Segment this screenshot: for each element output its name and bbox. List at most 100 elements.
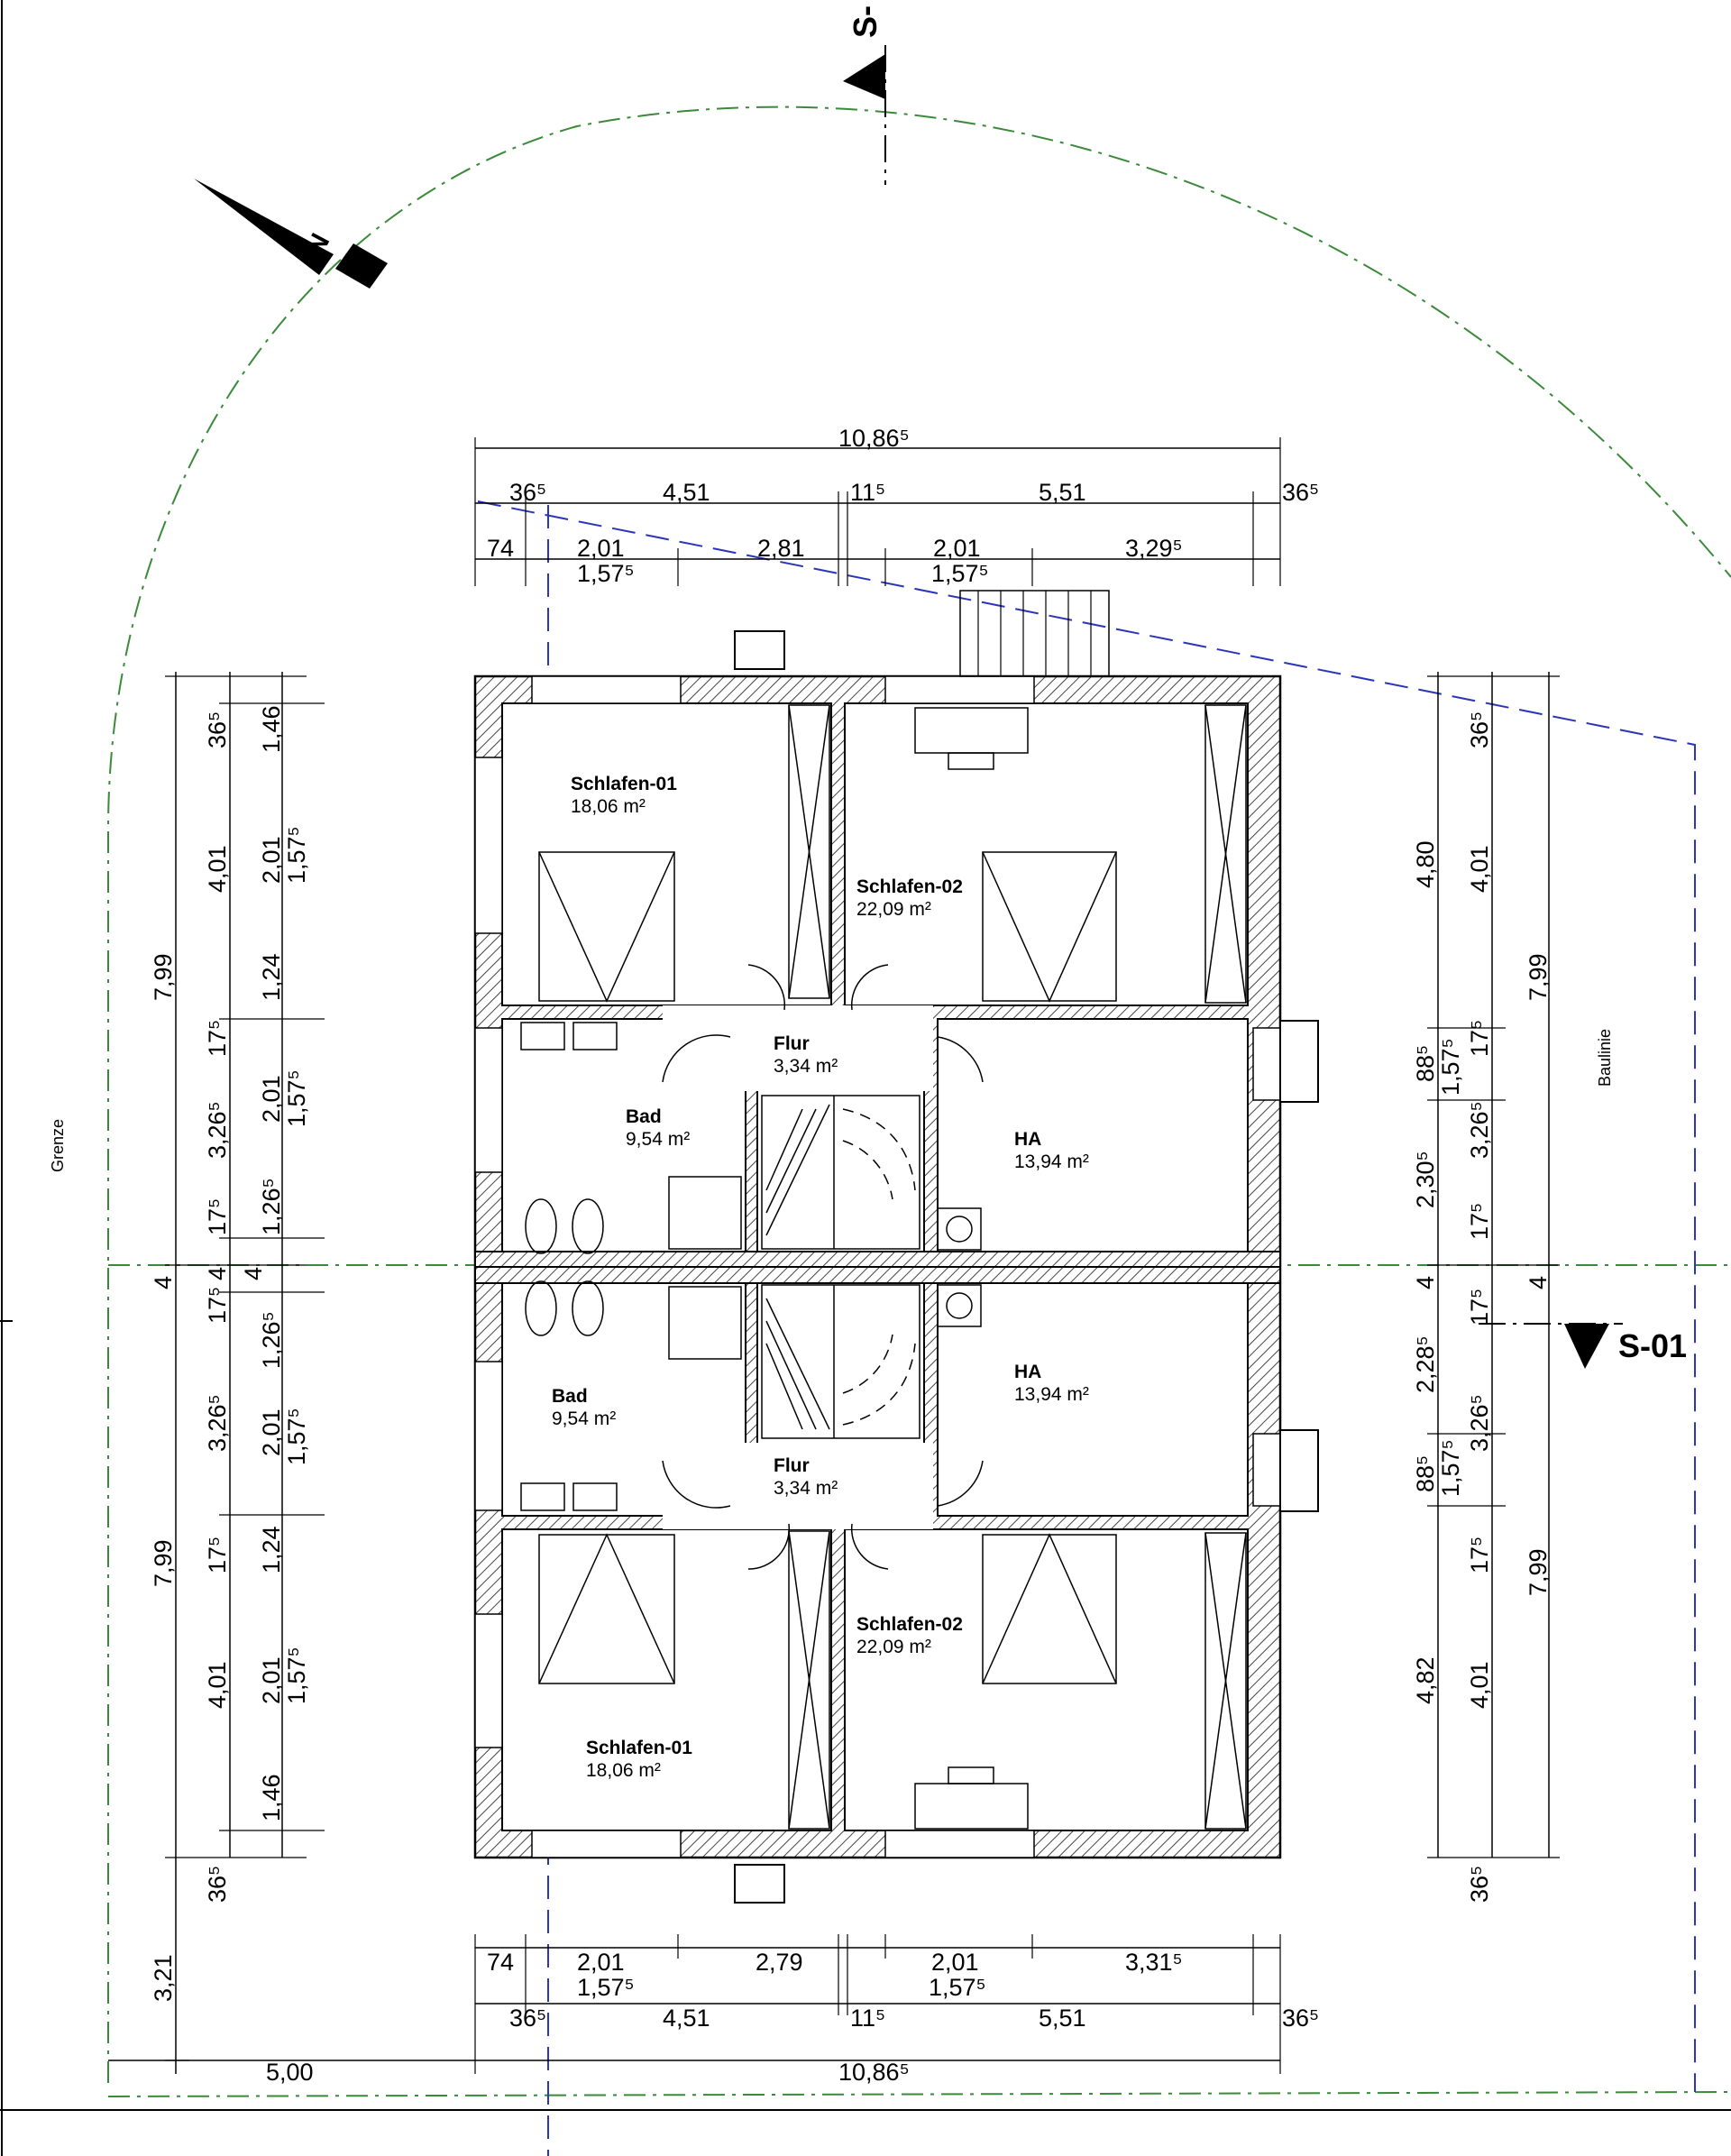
dim-left-inner-u3: 1,24 [258,953,285,1001]
dim-left-inner-l4: 2,01 [258,1656,285,1704]
dim-right-c3-c: 7,99 [1525,1548,1552,1596]
dim-bottom-row2-e: 36⁵ [1282,2005,1319,2032]
dim-left-mid-l5: 36⁵ [204,1866,231,1903]
dim-left-inner-l5: 1,46 [258,1774,285,1821]
dim-right-c2-u3: 17⁵ [1466,1020,1493,1057]
dims-left: 7,99 4 7,99 3,21 36⁵ 4,01 17⁵ 3,26⁵ 17⁵ … [150,705,310,2002]
dim-top-row2-b: 4,51 [663,479,710,506]
dim-top-row3-a: 74 [487,535,514,562]
section-marker-right [1479,1323,1623,1369]
dim-right-c2-u4: 3,26⁵ [1466,1101,1493,1159]
dim-right-c3-b: 4 [1525,1276,1552,1289]
dim-right-c2-l1: 17⁵ [1466,1289,1493,1326]
dim-right-c1-l-sub: 1,57⁵ [1437,1439,1464,1497]
dim-left-mid-l3: 17⁵ [204,1537,231,1573]
dim-left-inner-u4: 2,01 [258,1075,285,1123]
dim-left-mid-u1: 36⁵ [204,711,231,748]
dim-top-row3-b: 2,01 [577,535,625,562]
dim-left-outer-a: 7,99 [150,953,177,1001]
dim-left-outer-c: 7,99 [150,1539,177,1587]
room-labels: Schlafen-01 18,06 m² Schlafen-02 22,09 m… [552,774,1089,1781]
dimension-ticks [165,437,1560,2074]
dim-left-inner-u5: 1,26⁵ [258,1178,285,1235]
dim-bottom-row1-e: 3,31⁵ [1125,1949,1183,1976]
room-schlafen01-lower-area: 18,06 m² [586,1760,661,1781]
dim-bottom-setback: 5,00 [266,2059,314,2086]
room-ha-lower-area: 13,94 m² [1014,1384,1089,1405]
dim-left-inner-u2: 2,01 [258,836,285,884]
dim-top-row2-a: 36⁵ [509,479,546,506]
room-flur-upper-area: 3,34 m² [774,1056,838,1077]
room-schlafen01-lower-name: Schlafen-01 [586,1738,692,1758]
dim-right-c2-l3: 17⁵ [1466,1537,1493,1573]
room-bad-lower-name: Bad [552,1386,588,1407]
dim-top-row2-d: 5,51 [1039,479,1086,506]
dim-left-mid-l1: 17⁵ [204,1287,231,1324]
dim-right-c1-u3: 2,30⁵ [1412,1151,1439,1208]
dim-left-mid-u5: 17⁵ [204,1198,231,1235]
dim-left-mid-l2: 3,26⁵ [204,1394,231,1452]
dim-left-inner-l1: 1,26⁵ [258,1311,285,1369]
dim-bottom-row1-sub-a: 1,57⁵ [577,1974,635,2001]
dim-right-c2-u1: 36⁵ [1466,711,1493,748]
dim-left-inner-l-sub2: 1,57⁵ [283,1647,310,1704]
dim-bottom-row1-a: 74 [487,1949,514,1976]
dim-left-mid-u6: 4 [204,1267,231,1280]
room-ha-upper-area: 13,94 m² [1014,1151,1089,1172]
section-label-right: S-01 [1618,1327,1687,1364]
building [473,590,1319,1904]
dim-bottom-row2-d: 5,51 [1039,2005,1086,2032]
north-arrow-icon [194,179,388,289]
room-ha-lower-name: HA [1014,1362,1041,1382]
dim-right-c1-u-sub: 1,57⁵ [1437,1038,1464,1096]
dim-bottom-row1-sub-b: 1,57⁵ [929,1974,986,2001]
section-marker-top [843,45,886,185]
dim-top-row2-e: 36⁵ [1282,479,1319,506]
building-line-label: Baulinie [1596,1029,1614,1087]
room-flur-lower-area: 3,34 m² [774,1478,838,1499]
boundary-label: Grenze [49,1119,67,1172]
dim-left-inner-u-sub1: 1,57⁵ [283,826,310,884]
dim-right-c3-a: 7,99 [1525,953,1552,1001]
dim-left-mid-u2: 4,01 [204,845,231,893]
dim-left-inner-l3: 1,24 [258,1526,285,1573]
dim-top-row3-c: 2,81 [757,535,805,562]
room-schlafen01-upper-area: 18,06 m² [571,796,646,817]
dim-right-c1-l3: 4,82 [1412,1656,1439,1704]
room-schlafen02-lower-area: 22,09 m² [856,1637,931,1657]
dim-top-row3-sub-a: 1,57⁵ [577,560,635,587]
dim-right-c1-u2: 88⁵ [1412,1045,1439,1082]
dims-top: 10,86⁵ 36⁵ 4,51 11⁵ 5,51 36⁵ 74 2,01 2,8… [487,425,1319,587]
dim-left-outer-b: 4 [150,1276,177,1289]
dim-top-row3-e: 3,29⁵ [1125,535,1183,562]
dim-bottom-row2-b: 4,51 [663,2005,710,2032]
dim-right-c2-u2: 4,01 [1466,845,1493,893]
dim-top-overall: 10,86⁵ [838,425,910,452]
dim-bottom-row2-a: 36⁵ [509,2005,546,2032]
room-schlafen02-upper-name: Schlafen-02 [856,876,963,897]
room-flur-upper-name: Flur [774,1033,810,1054]
dim-left-inner-l-sub1: 1,57⁵ [283,1408,310,1465]
dim-left-outer-d: 3,21 [150,1954,177,2002]
dim-right-c2-l4: 4,01 [1466,1661,1493,1709]
dims-bottom: 74 2,01 2,79 2,01 3,31⁵ 1,57⁵ 1,57⁵ 36⁵ … [266,1949,1319,2086]
dim-bottom-row1-c: 2,79 [756,1949,803,1976]
dim-bottom-row1-d: 2,01 [931,1949,979,1976]
dim-right-c2-l2: 3,26⁵ [1466,1394,1493,1452]
dim-left-mid-l4: 4,01 [204,1661,231,1709]
dim-right-c2-l5: 36⁵ [1466,1866,1493,1903]
room-schlafen01-upper-name: Schlafen-01 [571,774,677,794]
dim-right-c1-l2: 88⁵ [1412,1455,1439,1492]
dim-left-inner-u6: 4 [240,1267,267,1280]
dim-right-c1-l1: 2,28⁵ [1412,1335,1439,1393]
room-schlafen02-lower-name: Schlafen-02 [856,1614,963,1635]
dim-right-c1-u4: 4 [1412,1276,1439,1289]
room-bad-upper-name: Bad [626,1106,662,1127]
dim-right-c1-u1: 4,80 [1412,840,1439,888]
section-label-top: S- [847,5,884,38]
dims-right: 4,80 88⁵ 2,30⁵ 4 1,57⁵ 2,28⁵ 88⁵ 4,82 1,… [1412,711,1552,1903]
dim-left-mid-u4: 3,26⁵ [204,1101,231,1159]
room-bad-lower-area: 9,54 m² [552,1408,616,1429]
dim-left-inner-u1: 1,46 [258,705,285,753]
